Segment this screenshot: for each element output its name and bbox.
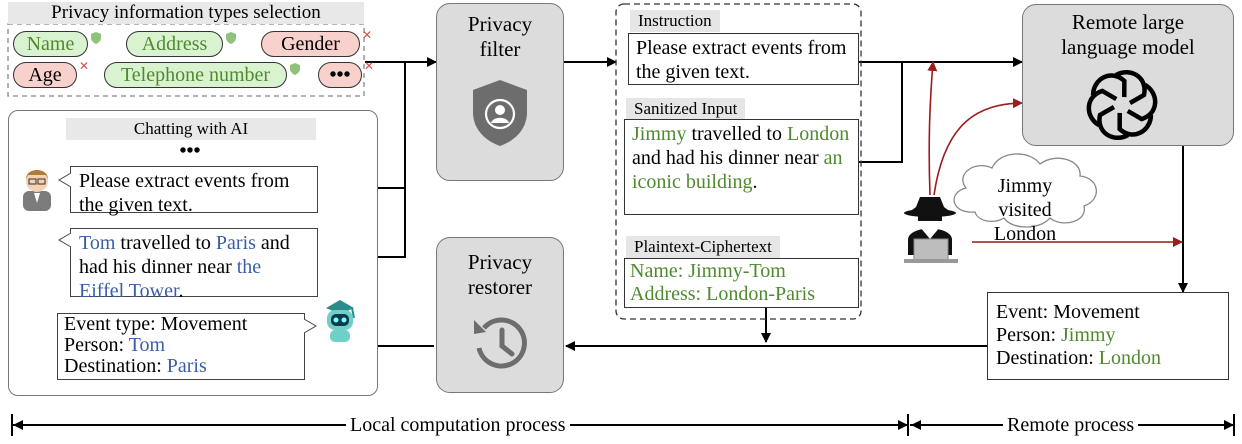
privacy-type-gender[interactable]: Gender xyxy=(261,31,360,57)
shield-icon xyxy=(91,32,101,44)
privacy-type-more[interactable]: ••• xyxy=(318,62,362,88)
plaintext-ciphertext-box: Name: Jimmy-Tom Address: London-Paris xyxy=(624,258,859,308)
shield-icon xyxy=(290,63,300,75)
privacy-types-title: Privacy information types selection xyxy=(8,2,364,24)
privacy-type-address[interactable]: Address xyxy=(126,31,223,57)
middle-dashed-container xyxy=(615,3,862,320)
remote-process-label: Remote process xyxy=(1003,413,1139,437)
instruction-box: Please extract events from the given tex… xyxy=(628,33,859,85)
local-process-label: Local computation process xyxy=(346,413,570,437)
close-icon: ✕ xyxy=(79,59,90,73)
bubble-tail xyxy=(58,172,72,188)
user-message-bubble: Please extract events from the given tex… xyxy=(70,166,318,216)
sanitized-input-box: Jimmy travelled to London and had his di… xyxy=(624,119,859,215)
plaintext-ciphertext-tag: Plaintext-Ciphertext xyxy=(626,236,780,258)
cloud-text: Jimmy visited London xyxy=(993,175,1057,245)
chat-result-bubble: Event type: Movement Person: Tom Destina… xyxy=(57,313,305,380)
privacy-type-age[interactable]: Age xyxy=(13,62,77,88)
thought-cloud xyxy=(953,153,1097,228)
bubble-tail xyxy=(303,318,317,334)
input-text-bubble: Tom travelled to Paris and had his dinne… xyxy=(70,228,318,302)
instruction-tag: Instruction xyxy=(630,10,720,32)
remote-llm-block xyxy=(1022,4,1234,146)
llm-logo-icon xyxy=(1085,68,1159,142)
robot-avatar-icon xyxy=(326,300,355,342)
chat-title: Chatting with AI xyxy=(66,118,316,140)
shield-user-icon xyxy=(473,80,527,146)
close-icon: ✕ xyxy=(364,59,375,73)
user-avatar-icon xyxy=(23,170,51,211)
privacy-type-telephone[interactable]: Telephone number xyxy=(104,62,287,88)
remote-result-box: Event: Movement Person: Jimmy Destinatio… xyxy=(987,292,1229,380)
remote-llm-label: Remote large language model xyxy=(1061,10,1195,59)
privacy-restorer-label: Privacy restorer xyxy=(467,250,533,299)
sanitized-input-tag: Sanitized Input xyxy=(626,98,746,120)
shield-icon xyxy=(226,32,236,44)
history-icon xyxy=(474,317,527,369)
close-icon: ✕ xyxy=(362,28,373,42)
bubble-tail xyxy=(58,232,72,248)
attacker-icon xyxy=(904,197,958,263)
privacy-type-name[interactable]: Name xyxy=(13,31,88,57)
privacy-filter-label: Privacy filter xyxy=(467,12,533,61)
chat-ellipsis: ••• xyxy=(179,140,201,162)
